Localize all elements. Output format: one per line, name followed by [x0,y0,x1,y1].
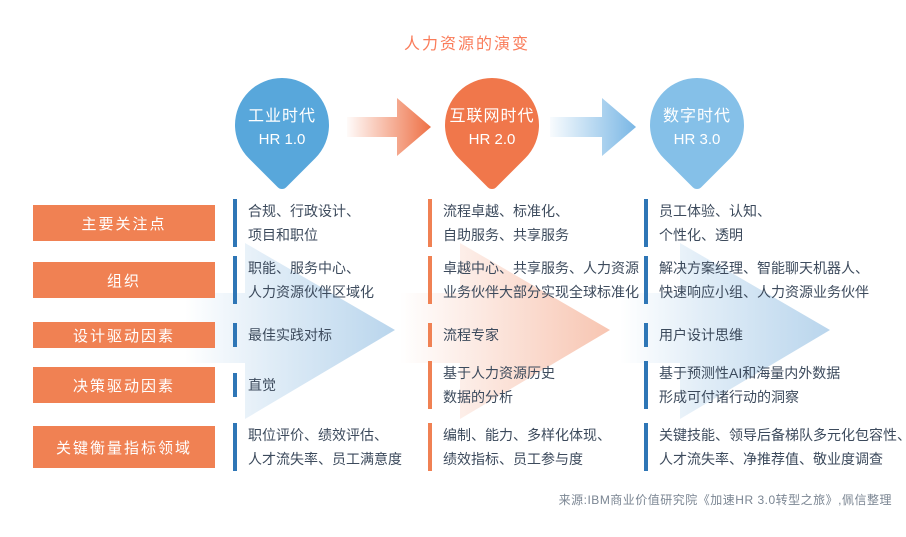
cell-line: 快速响应小组、人力资源业务伙伴 [659,284,869,300]
cell-hr3: 员工体验、认知、 个性化、透明 [644,199,771,247]
cell-hr3: 基于预测性AI和海量内外数据 形成可付诸行动的洞察 [644,361,840,409]
cell-line: 基于预测性AI和海量内外数据 [659,365,841,381]
cell-line: 关键技能、领导后备梯队多元化包容性、 [659,427,906,443]
era-pin-hr3: 数字时代 HR 3.0 [630,58,764,192]
table-row: 决策驱动因素 直觉 基于人力资源历史 数据的分析 基于预测性AI和海量内外数据 … [0,361,906,409]
table-row: 主要关注点 合规、行政设计、 项目和职位 流程卓越、标准化、 自助服务、共享服务… [0,199,906,247]
source-note: 来源:IBM商业价值研究院《加速HR 3.0转型之旅》,佩信整理 [558,493,892,507]
cell-line: 编制、能力、多样化体现、 [443,427,611,443]
cell-line: 流程专家 [443,327,499,343]
cell-line: 自助服务、共享服务 [443,227,569,243]
row-label: 主要关注点 [33,205,215,241]
row-label: 决策驱动因素 [33,367,215,403]
cell-line: 职位评价、绩效评估、 [248,427,388,443]
watermark-arrow-blue-1-icon [185,243,395,419]
row-label: 设计驱动因素 [33,322,215,348]
flow-arrow-orange-icon [347,98,431,156]
cell-line: 直觉 [248,377,276,393]
era-name: 数字时代 [662,108,731,125]
cell-line: 数据的分析 [443,389,513,405]
cell-hr1: 职能、服务中心、 人力资源伙伴区域化 [233,256,374,304]
era-pin-hr2: 互联网时代 HR 2.0 [425,58,559,192]
cell-hr3: 用户设计思维 [644,323,743,347]
cell-hr2: 编制、能力、多样化体现、 绩效指标、员工参与度 [428,423,611,471]
cell-line: 解决方案经理、智能聊天机器人、 [659,260,869,276]
cell-line: 个性化、透明 [659,227,743,243]
era-version: HR 2.0 [468,131,516,148]
flow-arrow-blue-icon [550,98,636,156]
era-pin-hr1-text: 工业时代 HR 1.0 [235,78,329,172]
page-title: 人力资源的演变 [403,36,530,53]
era-name: 互联网时代 [449,108,535,125]
era-version: HR 3.0 [673,131,721,148]
watermark-arrow-blue-2-icon [620,243,830,419]
cell-line: 人才流失率、员工满意度 [248,451,402,467]
cell-hr3: 解决方案经理、智能聊天机器人、 快速响应小组、人力资源业务伙伴 [644,256,869,304]
cell-line: 形成可付诸行动的洞察 [659,389,799,405]
cell-hr2: 卓越中心、共享服务、人力资源 业务伙伴大部分实现全球标准化 [428,256,639,304]
cell-hr2: 基于人力资源历史 数据的分析 [428,361,555,409]
cell-hr2: 流程卓越、标准化、 自助服务、共享服务 [428,199,569,247]
table-row: 设计驱动因素 最佳实践对标 流程专家 用户设计思维 [0,322,906,348]
cell-hr1: 直觉 [233,373,276,397]
cell-line: 用户设计思维 [659,327,743,343]
cell-line: 最佳实践对标 [248,327,332,343]
cell-line: 合规、行政设计、 [248,203,360,219]
cell-line: 流程卓越、标准化、 [443,203,569,219]
cell-line: 业务伙伴大部分实现全球标准化 [443,284,639,300]
cell-line: 职能、服务中心、 [248,260,360,276]
cell-line: 项目和职位 [248,227,318,243]
era-pin-hr2-text: 互联网时代 HR 2.0 [445,78,539,172]
row-label: 组织 [33,262,215,298]
cell-line: 卓越中心、共享服务、人力资源 [443,260,639,276]
cell-hr1: 最佳实践对标 [233,323,332,347]
era-name: 工业时代 [247,108,316,125]
cell-hr3: 关键技能、领导后备梯队多元化包容性、 人才流失率、净推荐值、敬业度调查 [644,423,906,471]
table-row: 组织 职能、服务中心、 人力资源伙伴区域化 卓越中心、共享服务、人力资源 业务伙… [0,256,906,304]
era-pin-hr1: 工业时代 HR 1.0 [215,58,349,192]
cell-line: 员工体验、认知、 [659,203,771,219]
cell-line: 基于人力资源历史 [443,365,555,381]
cell-line: 人才流失率、净推荐值、敬业度调查 [659,451,883,467]
watermark-arrow-orange-icon [400,243,610,419]
cell-line: 人力资源伙伴区域化 [248,284,374,300]
era-version: HR 1.0 [258,131,306,148]
cell-hr1: 合规、行政设计、 项目和职位 [233,199,360,247]
row-label: 关键衡量指标领域 [33,426,215,468]
cell-hr1: 职位评价、绩效评估、 人才流失率、员工满意度 [233,423,402,471]
table-row: 关键衡量指标领域 职位评价、绩效评估、 人才流失率、员工满意度 编制、能力、多样… [0,423,906,471]
cell-line: 绩效指标、员工参与度 [443,451,583,467]
era-pin-hr3-text: 数字时代 HR 3.0 [650,78,744,172]
cell-hr2: 流程专家 [428,323,499,347]
